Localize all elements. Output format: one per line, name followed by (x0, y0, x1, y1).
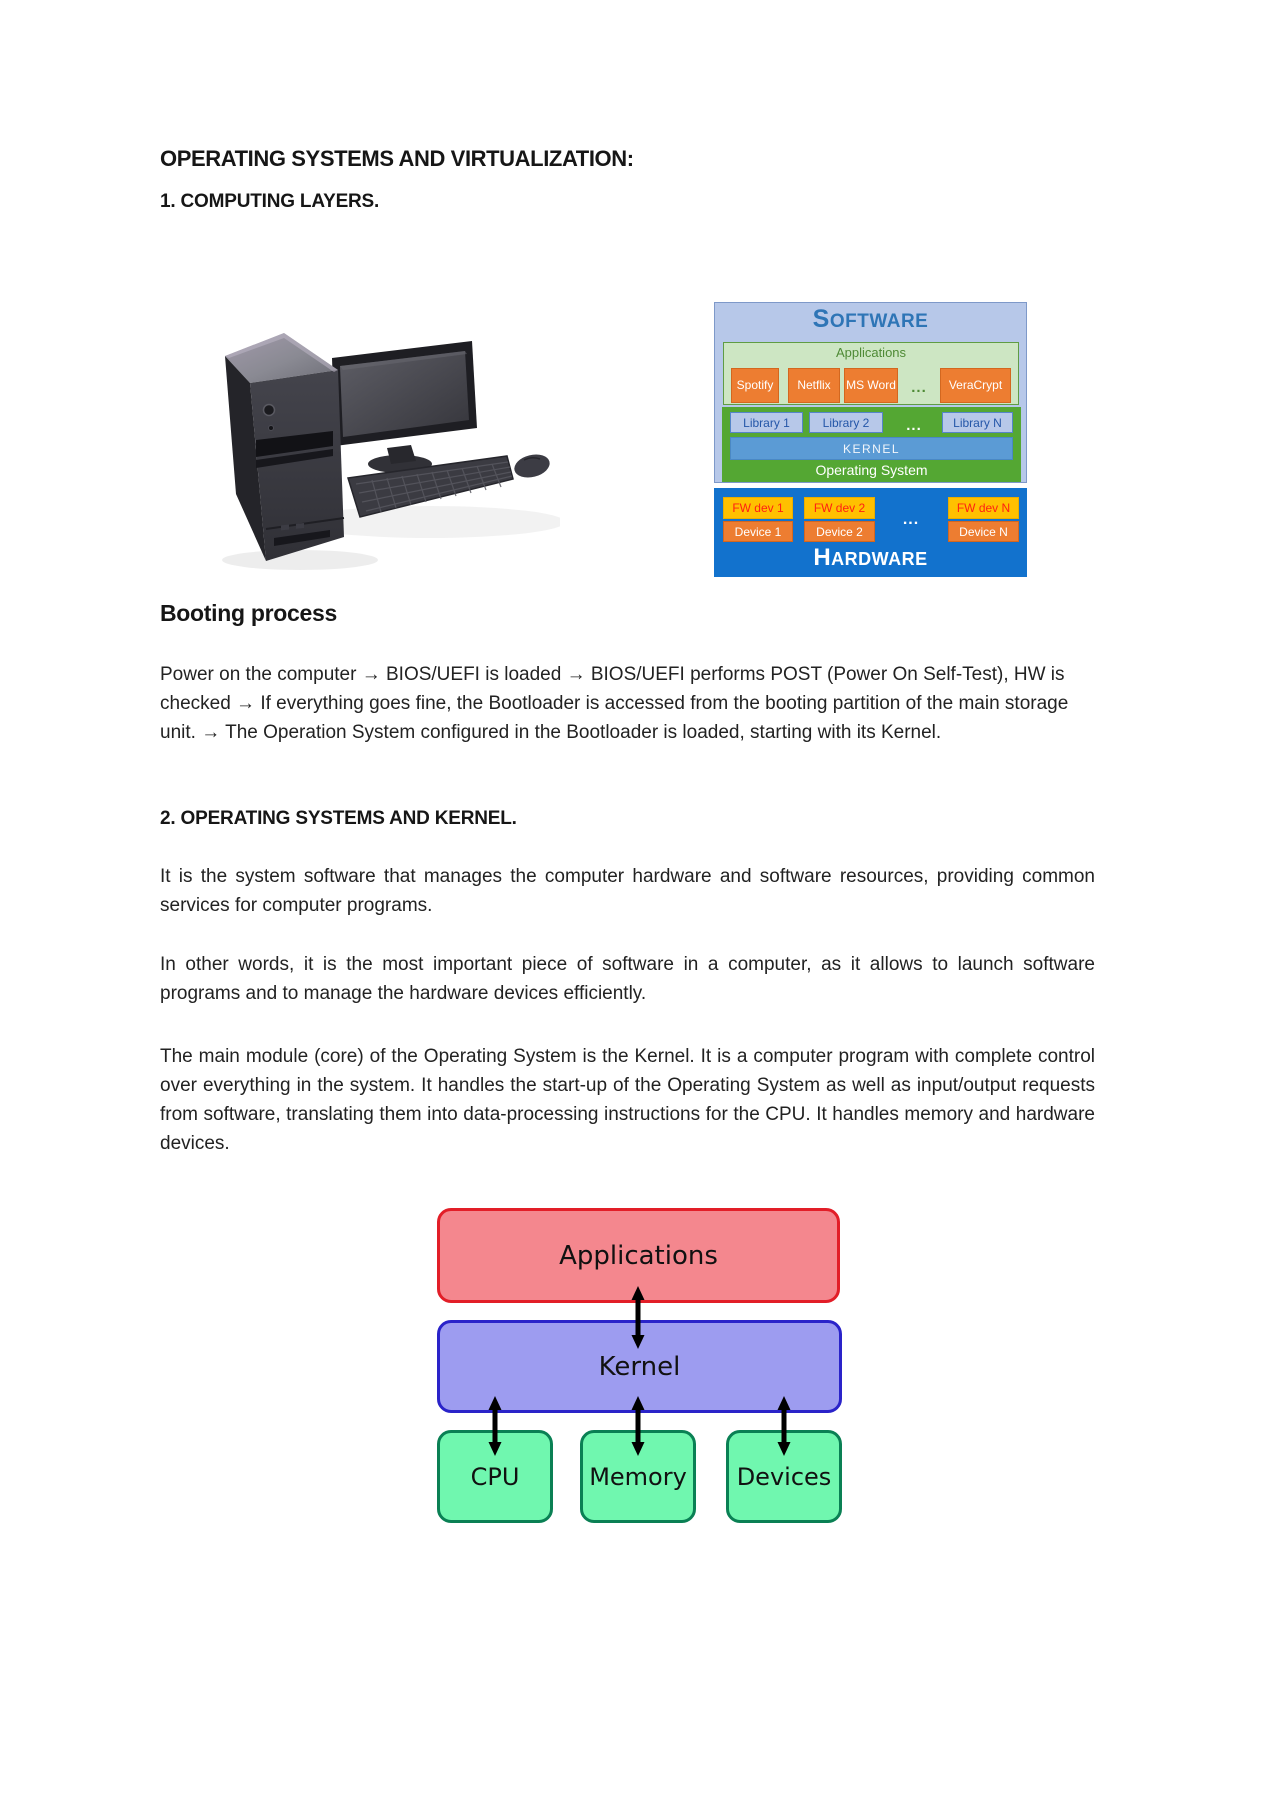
section2-paragraph-2: In other words, it is the most important… (160, 954, 1095, 1004)
libraries-ellipsis: ... (906, 417, 922, 434)
software-layer-box: SOFTWARE Applications Spotify Netflix MS… (714, 302, 1027, 483)
monitor (332, 341, 477, 473)
software-title: SOFTWARE (812, 305, 929, 333)
library-box-n: Library N (942, 412, 1013, 433)
mouse (514, 454, 550, 478)
tower (225, 333, 345, 561)
fw-dev-box-2: FW dev 2 (804, 497, 875, 519)
fw-dev-box-1: FW dev 1 (723, 497, 793, 519)
app-box-veracrypt: VeraCrypt (940, 368, 1011, 403)
device-box-1: Device 1 (723, 521, 793, 542)
operating-system-layer-box: Library 1 Library 2 ... Library N KERNEL… (722, 407, 1021, 482)
kernel-diagram-kernel-box: Kernel (437, 1320, 842, 1413)
applications-layer-box: Applications Spotify Netflix MS Word ...… (723, 342, 1019, 405)
applications-label: Applications (835, 345, 907, 360)
hardware-title: HARDWARE (813, 544, 928, 571)
booting-paragraph: Power on the computer → BIOS/UEFI is loa… (160, 664, 1069, 743)
fw-dev-box-n: FW dev N (948, 497, 1019, 519)
kernel-diagram-cpu-box: CPU (437, 1430, 553, 1523)
kernel-diagram-devices-box: Devices (726, 1430, 842, 1523)
kernel-diagram: Applications Kernel CPU Memory Devices (437, 1208, 842, 1523)
apps-ellipsis: ... (911, 379, 927, 396)
section1-heading: 1. COMPUTING LAYERS. (160, 191, 380, 212)
operating-system-label: Operating System (815, 462, 928, 478)
app-box-msword: MS Word (844, 368, 898, 403)
device-box-n: Device N (948, 521, 1019, 542)
computing-layers-diagram: SOFTWARE Applications Spotify Netflix MS… (714, 302, 1027, 577)
app-box-netflix: Netflix (788, 368, 840, 403)
section2-paragraph-3: The main module (core) of the Operating … (160, 1046, 1095, 1154)
library-box-2: Library 2 (809, 412, 883, 433)
desktop-computer-image (222, 333, 560, 570)
booting-heading: Booting process (160, 600, 337, 626)
hardware-layer-box: FW dev 1 FW dev 2 FW dev N Device 1 Devi… (714, 488, 1027, 577)
devices-ellipsis: ... (902, 511, 920, 528)
kernel-diagram-applications-box: Applications (437, 1208, 840, 1303)
section2-paragraph-1: It is the system software that manages t… (160, 866, 1095, 916)
page-title: OPERATING SYSTEMS AND VIRTUALIZATION: (160, 146, 634, 171)
section2-heading: 2. OPERATING SYSTEMS AND KERNEL. (160, 808, 517, 829)
kernel-diagram-memory-box: Memory (580, 1430, 696, 1523)
device-box-2: Device 2 (804, 521, 875, 542)
kernel-bar: KERNEL (730, 437, 1013, 460)
keyboard (347, 455, 514, 518)
app-box-spotify: Spotify (731, 368, 779, 403)
library-box-1: Library 1 (730, 412, 803, 433)
